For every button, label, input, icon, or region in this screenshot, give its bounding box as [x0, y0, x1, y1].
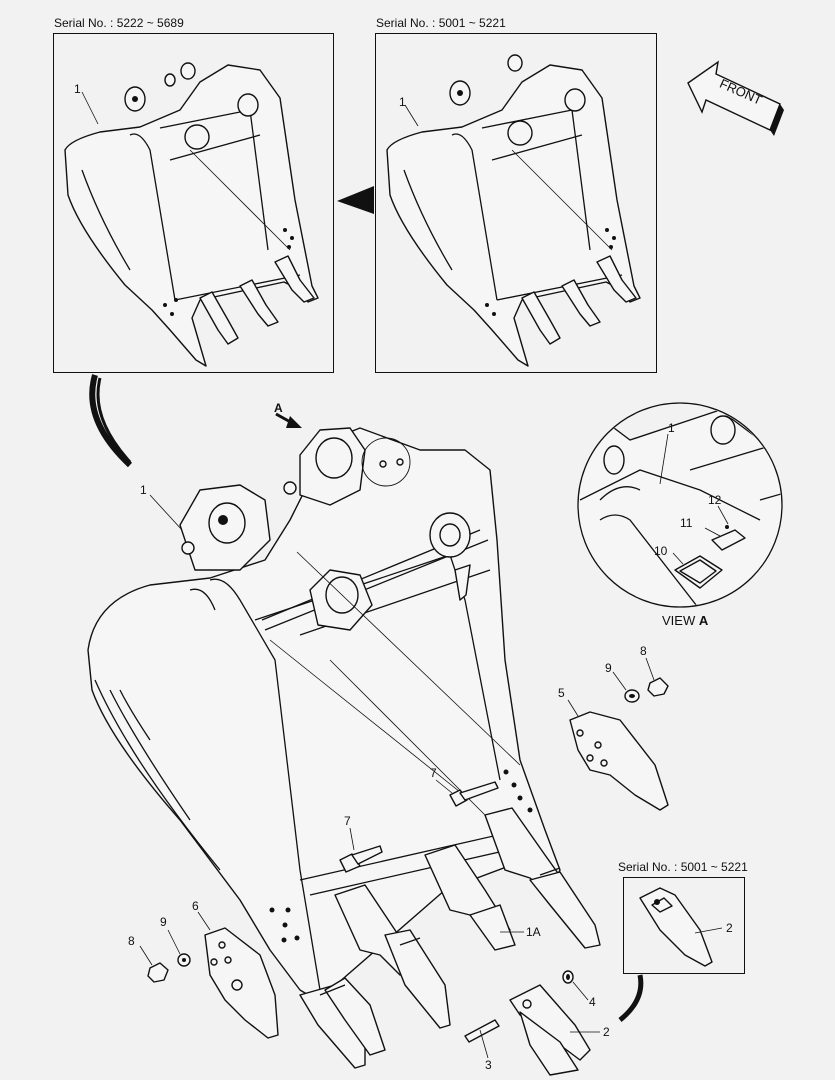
curved-arrow-tooth [618, 974, 644, 1022]
callout-2-box: 2 [726, 921, 733, 935]
curved-arrow-left [89, 374, 133, 468]
callout-8-right: 8 [640, 644, 647, 658]
callout-12: 12 [708, 493, 722, 507]
view-a-label: VIEW A [662, 613, 709, 628]
serial-label-tooth-box: Serial No. : 5001 ~ 5221 [618, 860, 748, 874]
callout-7-lower: 7 [344, 814, 351, 828]
bucket-inset-right [386, 54, 641, 367]
bolt-part-7-upper [435, 779, 499, 807]
view-a-arrow [275, 412, 302, 428]
tooth-part-2 [509, 984, 591, 1076]
view-a-detail [577, 402, 783, 608]
bucket-teeth [299, 807, 601, 1069]
callout-9-left: 9 [160, 915, 167, 929]
callout-11: 11 [680, 516, 693, 530]
washer-nut-right [612, 657, 669, 703]
washer-nut-left [139, 929, 191, 983]
serial-label-top-right: Serial No. : 5001 ~ 5221 [376, 16, 506, 30]
callout-3: 3 [485, 1058, 492, 1072]
tooth-inset-drawing [639, 887, 723, 967]
bucket-inset-left [64, 62, 319, 367]
side-cutter-part-5 [567, 699, 669, 811]
callout-1-main: 1 [140, 483, 147, 497]
callout-2-main: 2 [603, 1025, 610, 1039]
side-cutter-part-6 [197, 911, 279, 1039]
callout-7-upper: 7 [430, 766, 437, 780]
direction-arrow [337, 186, 374, 214]
front-arrow-icon [687, 60, 784, 136]
callout-6: 6 [192, 899, 199, 913]
pin-part-3 [464, 1019, 500, 1059]
callout-9-right: 9 [605, 661, 612, 675]
callout-1-view: 1 [668, 421, 675, 435]
callout-1-top-right: 1 [399, 95, 406, 109]
callout-5: 5 [558, 686, 565, 700]
bolt-part-7-lower [339, 827, 383, 873]
lock-part-4 [562, 970, 589, 1001]
callout-4: 4 [589, 995, 596, 1009]
callout-1A: 1A [526, 925, 541, 939]
arrow-a-label: A [274, 401, 283, 415]
callout-1-top-left: 1 [74, 82, 81, 96]
callout-10: 10 [654, 544, 668, 558]
serial-label-top-left: Serial No. : 5222 ~ 5689 [54, 16, 184, 30]
callout-8-left: 8 [128, 934, 135, 948]
